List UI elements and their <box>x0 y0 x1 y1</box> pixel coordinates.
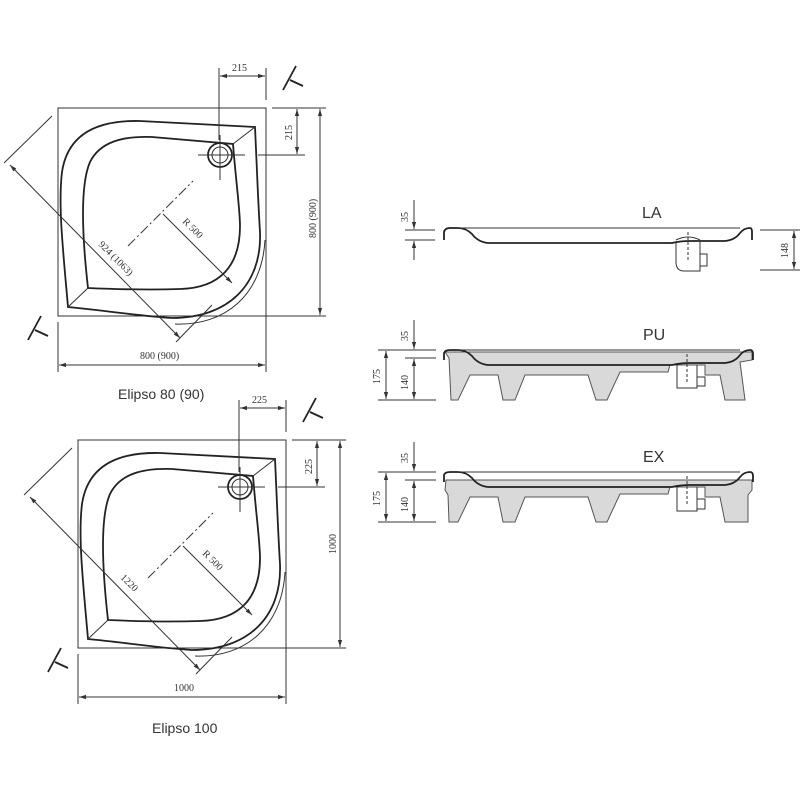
plan-view-elipso-100: 225 225 1000 1000 1220 R 500 Elipso 100 <box>24 395 346 736</box>
dim-radius: R 500 <box>180 216 205 241</box>
dim-body: 140 <box>400 375 411 390</box>
dim-height: 800 (900) <box>308 199 319 238</box>
dim-drain-x: 215 <box>232 63 247 74</box>
dim-rim: 35 <box>400 331 411 341</box>
dim-drain-y: 225 <box>304 459 315 474</box>
dim-height: 1000 <box>328 534 339 554</box>
section-label: PU <box>643 327 665 344</box>
plan-view-elipso-80: 215 215 800 (900) 800 (900) 924 (1063) R… <box>4 63 326 402</box>
dim-radius: R 500 <box>200 548 225 573</box>
dim-drain-x: 225 <box>252 395 267 406</box>
dim-diagonal: 1220 <box>118 572 140 594</box>
dim-total: 175 <box>372 491 383 506</box>
dim-body: 140 <box>400 497 411 512</box>
dim-rim: 35 <box>400 453 411 463</box>
dim-total: 148 <box>780 243 791 258</box>
section-label: EX <box>643 449 665 466</box>
plan-title: Elipso 100 <box>152 720 218 736</box>
plan-title: Elipso 80 (90) <box>118 386 204 402</box>
dim-total: 175 <box>372 369 383 384</box>
dim-width: 1000 <box>174 683 194 694</box>
dim-rim: 35 <box>400 212 411 222</box>
dim-drain-y: 215 <box>284 125 295 140</box>
tray-outline <box>24 398 346 704</box>
section-la: LA 35 148 <box>400 200 800 272</box>
dim-width: 800 (900) <box>140 351 179 362</box>
section-ex: EX 35 175 140 <box>372 442 754 523</box>
section-label: LA <box>642 205 662 222</box>
section-pu: PU 35 175 140 <box>372 320 754 401</box>
tray-outline <box>4 66 326 372</box>
